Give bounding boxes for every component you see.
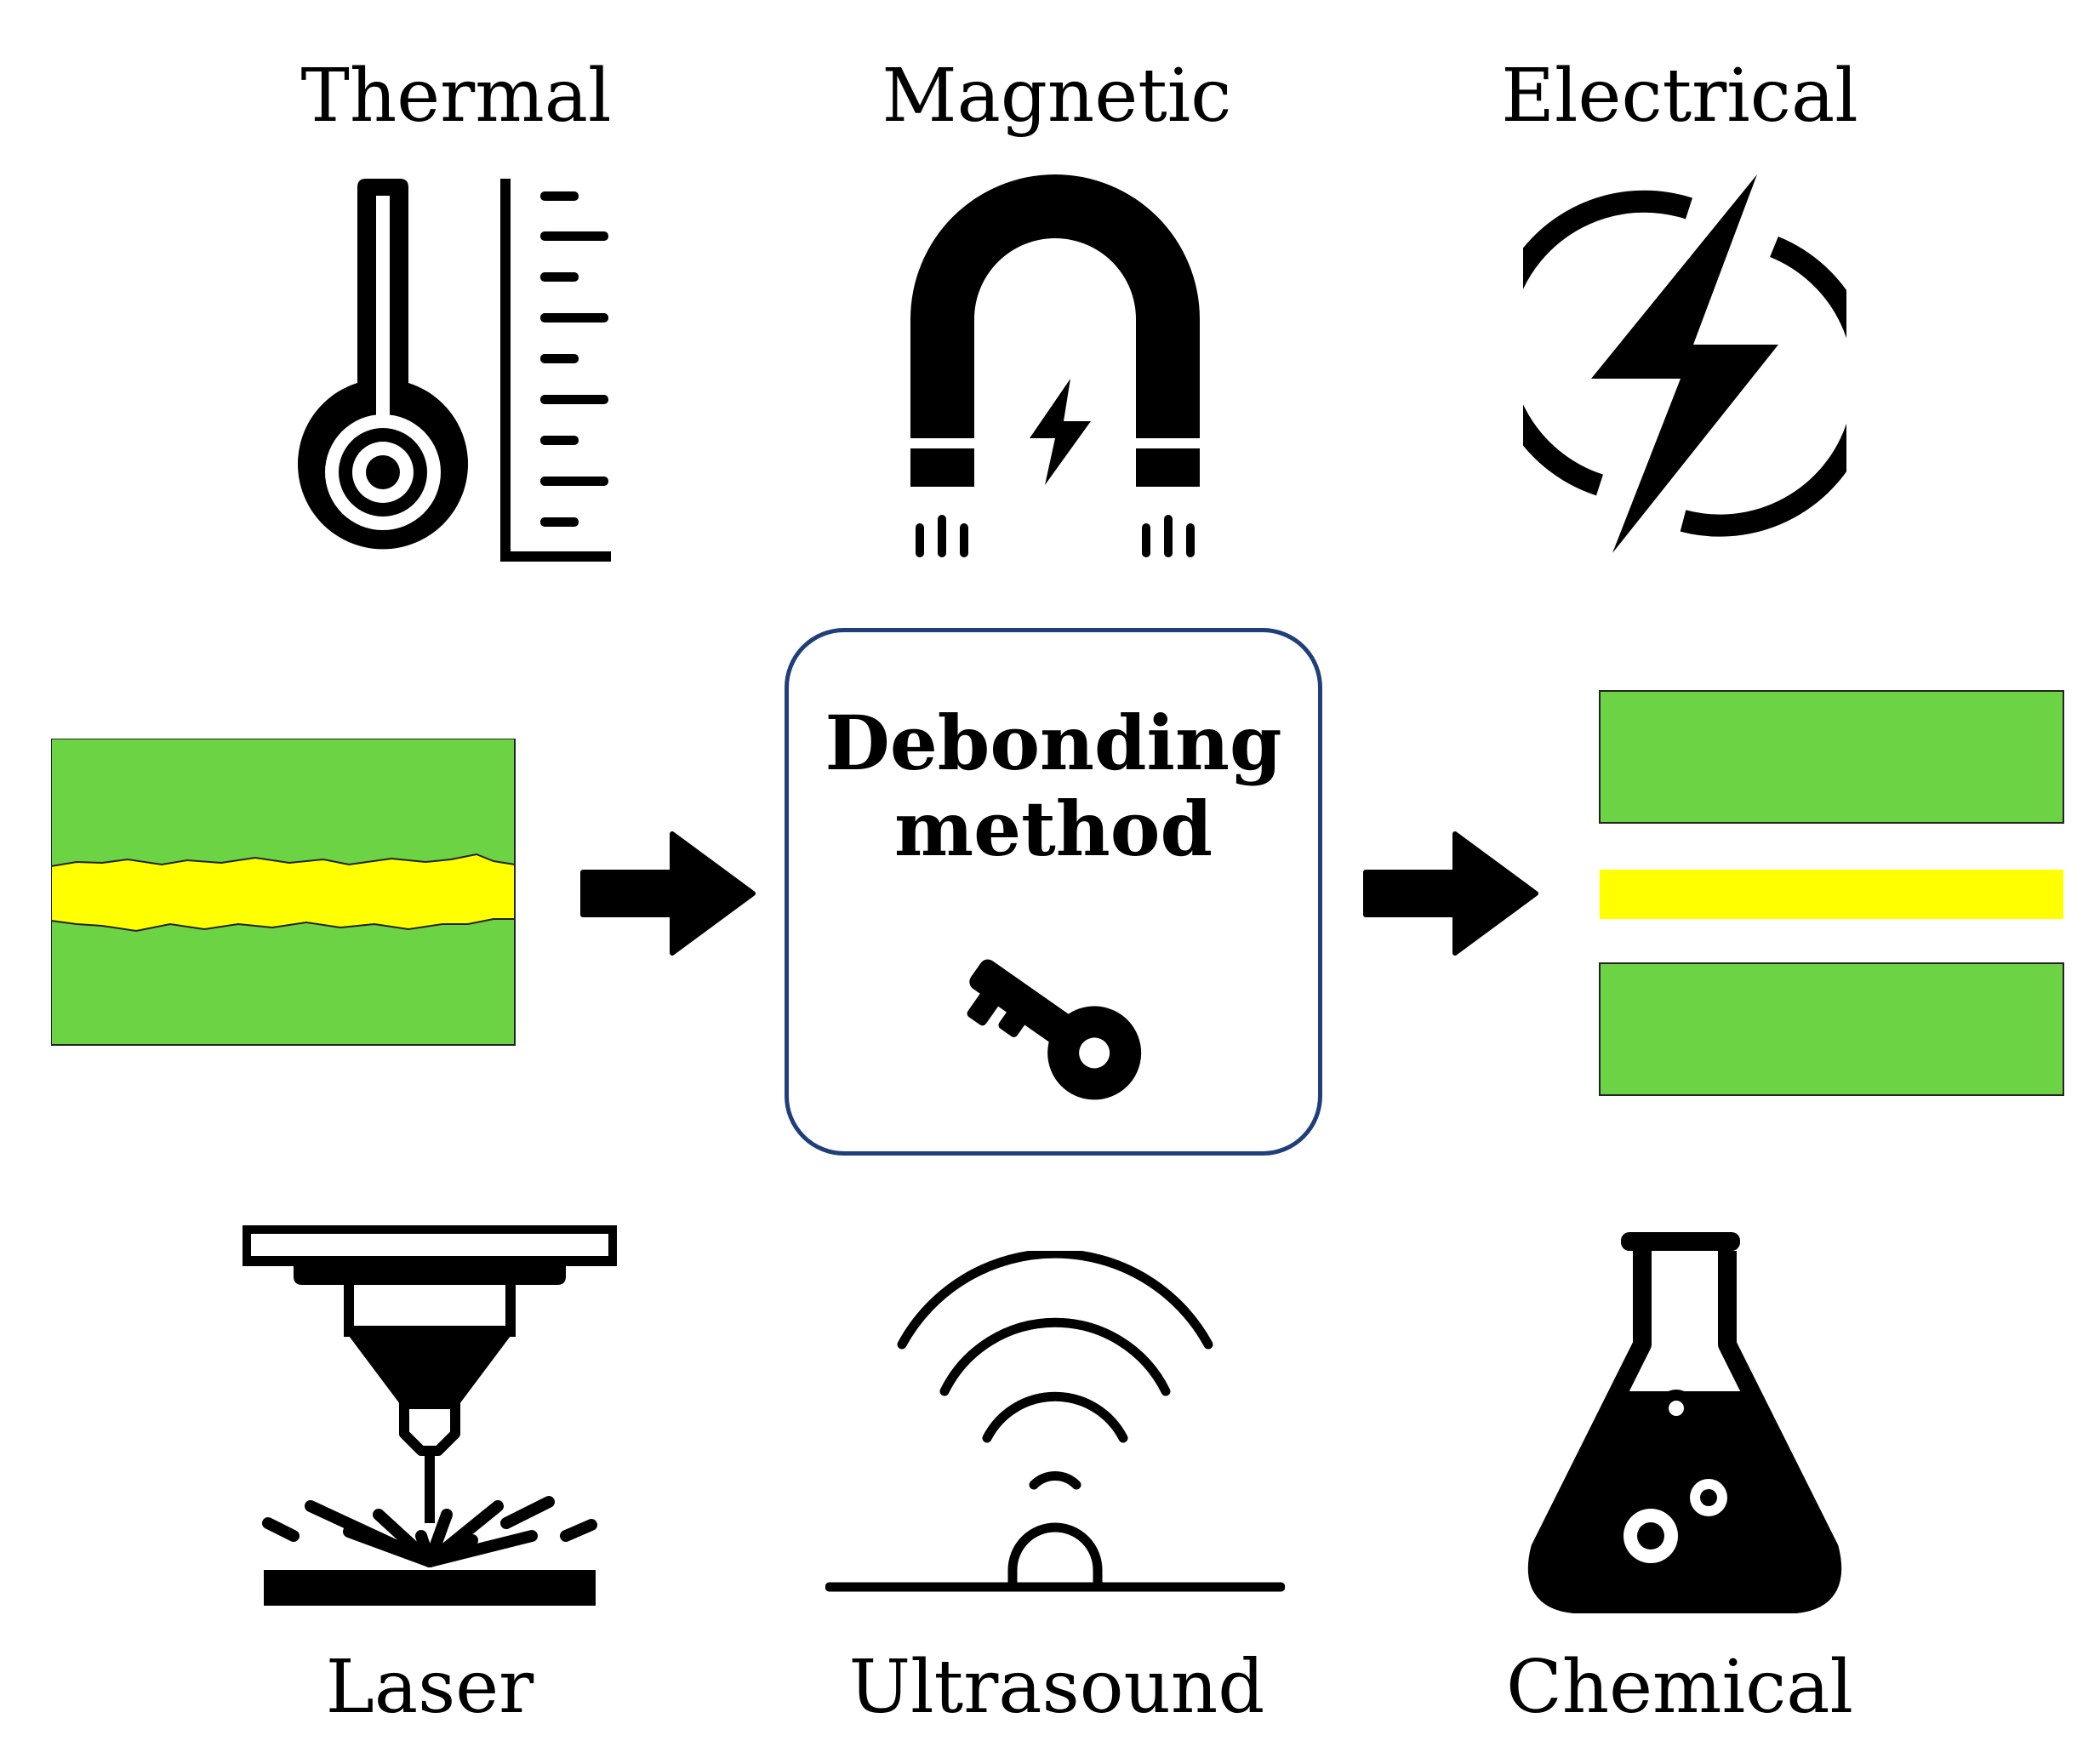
- label-ultrasound: Ultrasound: [848, 1645, 1265, 1730]
- debonded-layers: [1599, 690, 2064, 1096]
- adhesive-layer: [1600, 870, 2063, 919]
- debonding-method-box: Debonding method: [785, 628, 1322, 1156]
- thermometer-icon: [298, 179, 611, 562]
- center-title-line1: Debonding: [825, 699, 1282, 787]
- center-title: Debonding method: [789, 699, 1318, 874]
- label-chemical: Chemical: [1505, 1645, 1854, 1730]
- key-icon: [967, 959, 1142, 1100]
- label-thermal: Thermal: [300, 54, 612, 139]
- ultrasound-icon: [825, 1251, 1285, 1592]
- laser-icon: [243, 1225, 617, 1606]
- arrow-right-icon-2: [1363, 831, 1538, 956]
- top-substrate: [1599, 690, 2064, 824]
- lightning-power-icon: [1523, 171, 1846, 557]
- flask-icon: [1527, 1232, 1842, 1613]
- center-title-line2: method: [894, 785, 1213, 874]
- magnet-icon: [910, 174, 1200, 557]
- label-electrical: Electrical: [1501, 54, 1858, 139]
- label-laser: Laser: [325, 1645, 534, 1730]
- bonded-joint: [51, 739, 516, 1046]
- label-magnetic: Magnetic: [882, 54, 1232, 139]
- bottom-substrate: [1599, 962, 2064, 1096]
- arrow-right-icon: [580, 831, 756, 956]
